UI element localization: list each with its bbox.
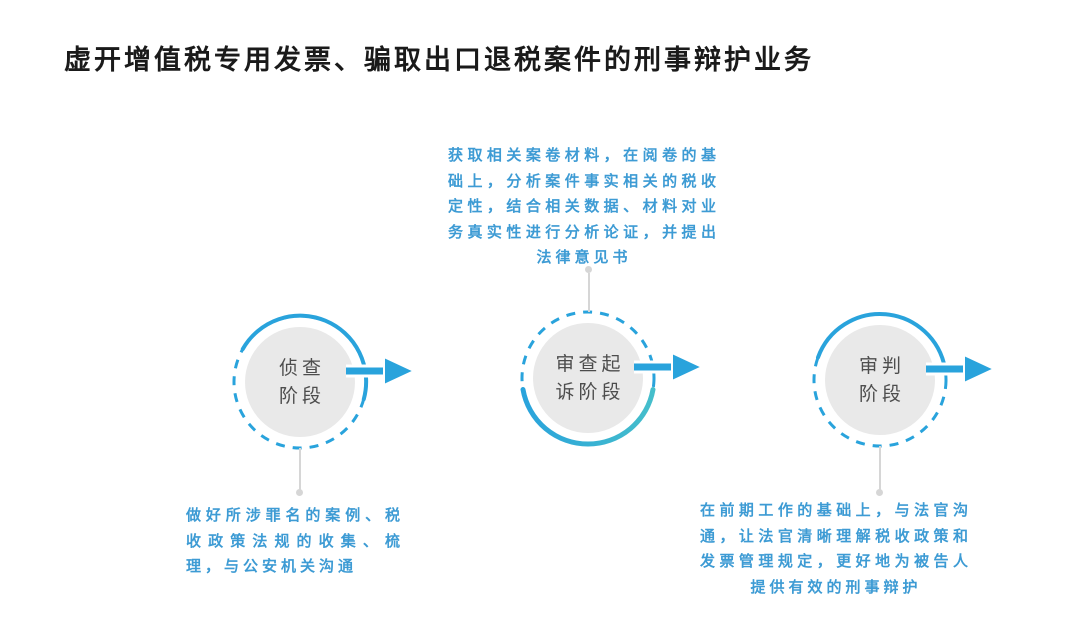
connector-line [879, 446, 881, 490]
stage-label-trial: 审判 阶段 [810, 310, 950, 450]
note-prosecution-review: 获取相关案卷材料，在阅卷的基础上，分析案件事实相关的税收定性，结合相关数据、材料… [448, 146, 720, 266]
stage-circle-graphic [812, 312, 997, 448]
stage-label-line: 阶段 [858, 383, 905, 405]
stage-circle [245, 327, 355, 437]
right-arrow-head-icon [671, 351, 705, 383]
connector-line [299, 448, 301, 490]
stage-label-line: 审判 [858, 354, 905, 377]
stage-prosecution-review: 审查起 诉阶段 [516, 301, 716, 461]
stage-circle-graphic [232, 313, 417, 450]
stage-ring-solid-arc [816, 312, 947, 371]
stage-circle [533, 323, 643, 433]
right-arrow-head-icon [963, 353, 997, 385]
connector-line [588, 273, 590, 312]
stage-trial: 审判 阶段 [808, 303, 1008, 463]
stage-ring-solid-arc [520, 387, 656, 447]
stage-circle [825, 325, 935, 435]
note-investigation: 做好所涉罪名的案例、税收政策法规的收集、梳理，与公安机关沟通 [186, 506, 404, 575]
note-trial: 在前期工作的基础上，与法官沟通，让法官清晰理解税收政策和发票管理规定，更好地为被… [700, 501, 972, 596]
stage-label-line: 审查起 [555, 352, 625, 375]
stage-circle-graphic [520, 310, 705, 447]
connector-dot [876, 489, 883, 496]
stage-label-line: 侦查 [278, 356, 325, 379]
stage-label-line: 诉阶段 [555, 381, 625, 403]
right-arrow-head-icon [383, 355, 417, 387]
connector-dot [296, 489, 303, 496]
stage-label-line: 阶段 [278, 385, 325, 407]
connector-dot [585, 266, 592, 273]
stage-investigation: 侦查 阶段 [228, 305, 428, 465]
stage-label-investigation: 侦查 阶段 [230, 312, 370, 452]
slide-title: 虚开增值税专用发票、骗取出口退税案件的刑事辩护业务 [64, 45, 814, 76]
stage-label-prosecution-review: 审查起 诉阶段 [518, 308, 658, 448]
